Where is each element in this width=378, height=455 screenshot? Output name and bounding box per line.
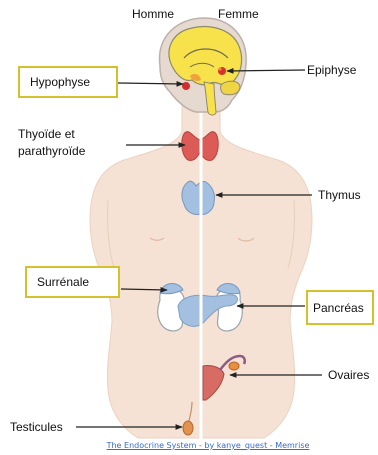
testicules-label: Testicules — [10, 420, 63, 434]
pineal-highlight — [218, 67, 221, 70]
pituitary-gland — [182, 82, 190, 90]
hypophyse-label: Hypophyse — [30, 75, 90, 89]
testicle — [183, 421, 193, 435]
source-caption: The Endocrine System - by kanye_quest - … — [107, 441, 310, 451]
surrenale-label: Surrénale — [37, 275, 89, 289]
hypophyse-label-box: Hypophyse — [18, 66, 118, 98]
thymus-label: Thymus — [318, 188, 361, 202]
male-side-label: Homme — [132, 7, 174, 21]
cerebellum — [221, 81, 240, 95]
brain — [169, 27, 242, 85]
ovaires-label: Ovaires — [328, 368, 369, 382]
thyroid-label: Thyoïde et parathyroïde — [18, 126, 85, 160]
thymus-gland — [182, 181, 215, 214]
pancreas-label: Pancréas — [313, 301, 364, 315]
surrenale-label-box: Surrénale — [25, 266, 120, 298]
epiphyse-label: Epiphyse — [307, 63, 356, 77]
pancreas-label-box: Pancréas — [306, 290, 374, 325]
female-side-label: Femme — [218, 7, 259, 21]
ovary — [229, 362, 239, 370]
thyroid-label-line-1: Thyoïde et — [18, 126, 85, 143]
source-credit-link[interactable]: The Endocrine System - by kanye_quest - … — [107, 441, 310, 450]
thyroid-label-line-2: parathyroïde — [18, 143, 85, 160]
